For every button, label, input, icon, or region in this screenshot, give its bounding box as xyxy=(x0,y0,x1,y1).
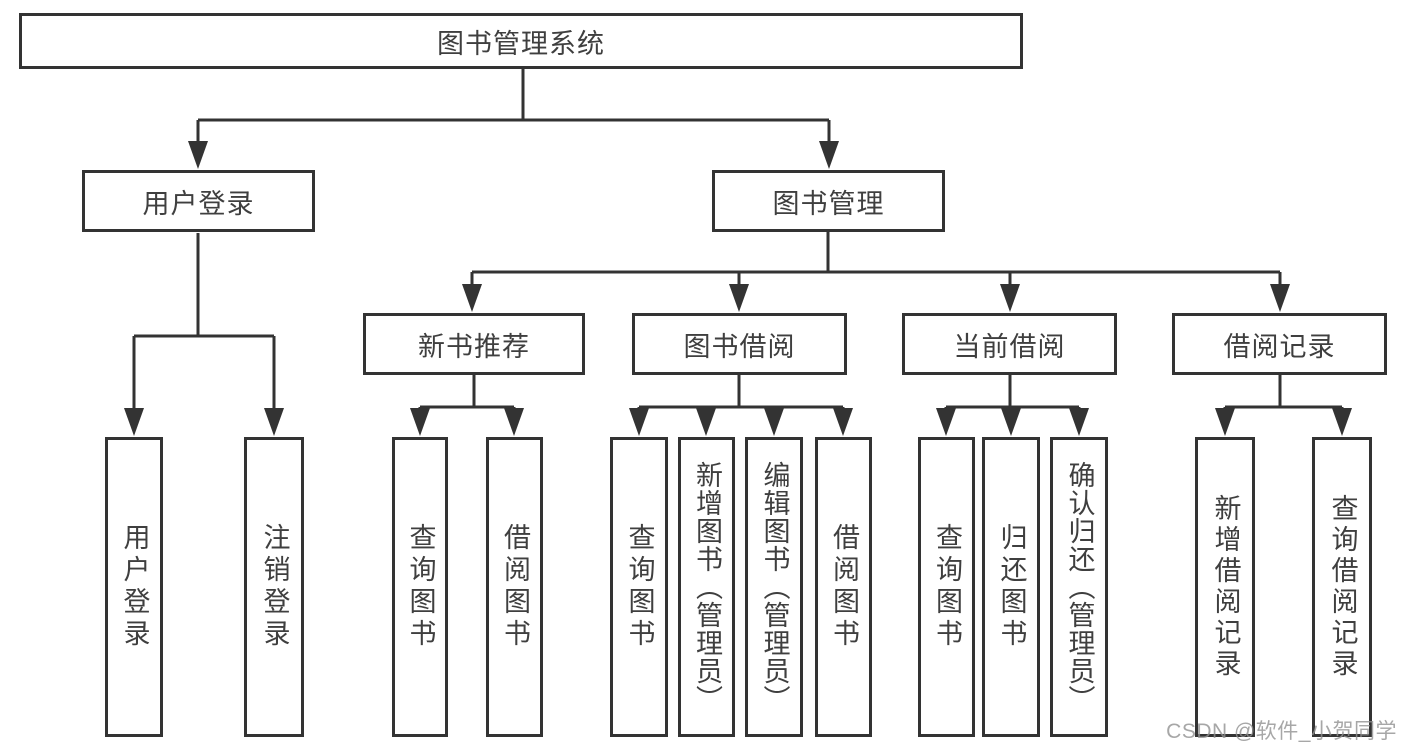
leaf-borrow-borrow: 借阅图书 xyxy=(815,437,872,737)
leaf-current-confirm-admin-label: 确认归还（管理员） xyxy=(1064,461,1095,713)
leaf-record-add-label: 新增借阅记录 xyxy=(1210,494,1241,680)
leaf-new-book-query: 查询图书 xyxy=(392,437,448,737)
node-book-management: 图书管理 xyxy=(712,170,945,232)
node-root: 图书管理系统 xyxy=(19,13,1023,69)
leaf-borrow-add-admin-label: 新增图书（管理员） xyxy=(692,461,722,713)
leaf-logout: 注销登录 xyxy=(244,437,304,737)
leaf-borrow-add-admin: 新增图书（管理员） xyxy=(678,437,735,737)
node-borrow-record-label: 借阅记录 xyxy=(1223,331,1336,362)
leaf-new-book-borrow-label: 借阅图书 xyxy=(500,523,530,651)
leaf-current-return: 归还图书 xyxy=(982,437,1040,737)
leaf-borrow-query: 查询图书 xyxy=(610,437,668,737)
node-user-login: 用户登录 xyxy=(82,170,315,232)
leaf-user-login: 用户登录 xyxy=(105,437,163,737)
node-borrow-record: 借阅记录 xyxy=(1172,313,1387,375)
node-book-borrow-label: 图书借阅 xyxy=(683,331,796,362)
node-book-management-label: 图书管理 xyxy=(772,188,885,219)
node-current-borrow-label: 当前借阅 xyxy=(953,331,1066,362)
node-user-login-label: 用户登录 xyxy=(142,188,255,219)
arrowheads xyxy=(124,141,1352,436)
leaf-logout-label: 注销登录 xyxy=(259,523,290,651)
leaf-record-query: 查询借阅记录 xyxy=(1312,437,1372,737)
node-book-borrow: 图书借阅 xyxy=(632,313,847,375)
leaf-current-return-label: 归还图书 xyxy=(996,523,1027,651)
leaf-current-query-label: 查询图书 xyxy=(932,523,962,651)
leaf-new-book-query-label: 查询图书 xyxy=(405,523,436,651)
node-root-label: 图书管理系统 xyxy=(437,28,605,59)
leaf-current-confirm-admin: 确认归还（管理员） xyxy=(1050,437,1108,737)
leaf-user-login-label: 用户登录 xyxy=(119,523,150,651)
node-new-book-recommend: 新书推荐 xyxy=(363,313,585,375)
leaf-new-book-borrow: 借阅图书 xyxy=(486,437,543,737)
watermark: CSDN @软件_小贺同学 xyxy=(1166,720,1397,743)
leaf-record-add: 新增借阅记录 xyxy=(1195,437,1255,737)
leaf-borrow-query-label: 查询图书 xyxy=(624,523,655,651)
node-new-book-recommend-label: 新书推荐 xyxy=(418,331,530,362)
leaf-borrow-borrow-label: 借阅图书 xyxy=(829,523,859,651)
leaf-current-query: 查询图书 xyxy=(918,437,975,737)
leaf-record-query-label: 查询借阅记录 xyxy=(1327,494,1358,680)
leaf-borrow-edit-admin: 编辑图书（管理员） xyxy=(745,437,803,737)
leaf-borrow-edit-admin-label: 编辑图书（管理员） xyxy=(759,461,790,713)
node-current-borrow: 当前借阅 xyxy=(902,313,1117,375)
